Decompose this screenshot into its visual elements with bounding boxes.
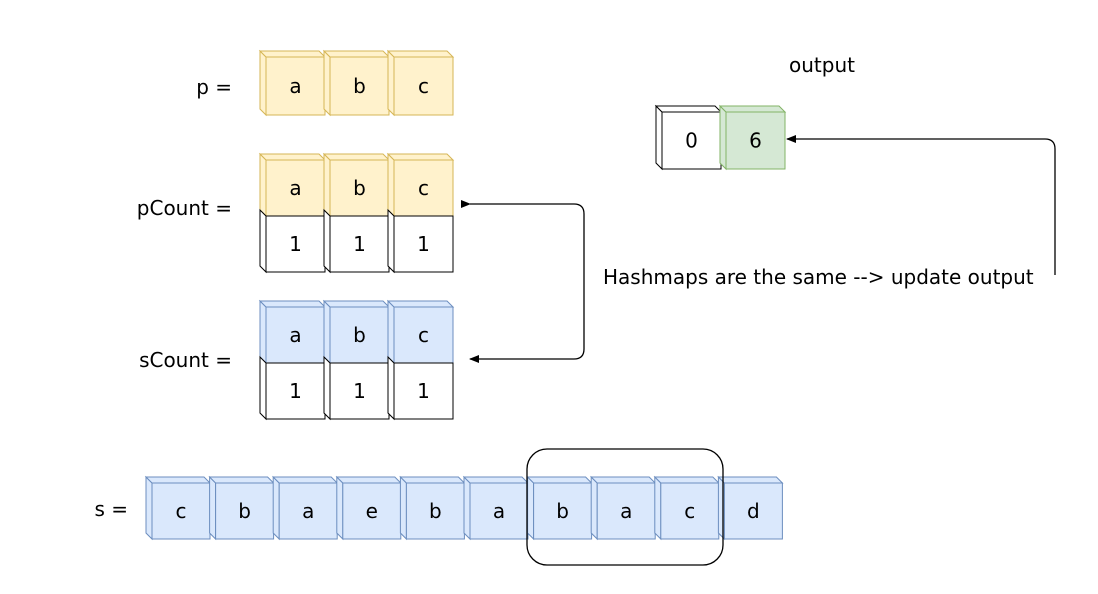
sliding-window-frame	[526, 448, 724, 566]
pcount-value-cell-text: 1	[289, 232, 302, 256]
scount-key-cell: b	[322, 299, 391, 365]
scount-key-cell-text: c	[418, 323, 429, 347]
pcount-key-cell: c	[386, 152, 455, 218]
string-cell-text: d	[747, 499, 760, 523]
hashmaps-same-note: Hashmaps are the same --> update output	[603, 265, 1034, 289]
scount-value-cell: 1	[323, 355, 390, 421]
p-cell-text: a	[289, 74, 301, 98]
output-cell-text: 6	[749, 129, 762, 153]
string-cell-text: c	[684, 499, 695, 523]
scount-key-cell: a	[258, 299, 327, 365]
string-cell: a	[589, 475, 657, 541]
string-cell: e	[335, 475, 403, 541]
string-cell: b	[526, 475, 593, 541]
pcount-hashmap: a b c 1 1 1	[258, 152, 455, 274]
scount-key-cell-text: b	[353, 323, 366, 347]
string-cell-text: b	[429, 499, 442, 523]
pcount-key-cell-text: b	[353, 176, 366, 200]
pcount-key-cell-text: c	[418, 176, 429, 200]
scount-label: sCount =	[139, 348, 232, 372]
output-cell: 6	[718, 104, 787, 171]
string-cell-text: a	[620, 499, 632, 523]
scount-value-cell-text: 1	[289, 379, 302, 403]
p-array: a b c	[258, 49, 455, 117]
pcount-value-cell: 1	[387, 208, 454, 274]
p-cell: a	[258, 49, 327, 117]
pcount-value-cell-text: 1	[417, 232, 430, 256]
pcount-key-cell-text: a	[289, 176, 301, 200]
scount-key-cell: c	[386, 299, 455, 365]
s-label: s =	[94, 497, 128, 521]
string-cell-text: c	[176, 499, 187, 523]
output-cell: 0	[654, 104, 723, 171]
string-cell: a	[462, 475, 530, 541]
string-cell: b	[208, 475, 275, 541]
scount-value-cell: 1	[259, 355, 326, 421]
string-cell-text: a	[493, 499, 505, 523]
string-cell: c	[144, 475, 212, 541]
compare-bracket-arrow	[461, 200, 585, 363]
p-cell-text: c	[418, 74, 429, 98]
string-cell-text: b	[238, 499, 251, 523]
scount-value-cell-text: 1	[353, 379, 366, 403]
string-cell: b	[399, 475, 466, 541]
p-label: p =	[196, 75, 232, 99]
string-cell-text: e	[366, 499, 378, 523]
scount-value-cell: 1	[387, 355, 454, 421]
scount-hashmap: a b c 1 1 1	[258, 299, 455, 421]
pcount-value-cell: 1	[259, 208, 326, 274]
pcount-key-cell: b	[322, 152, 391, 218]
scount-value-cell-text: 1	[417, 379, 430, 403]
pcount-value-cell: 1	[323, 208, 390, 274]
p-cell: b	[322, 49, 391, 117]
output-label: output	[789, 53, 855, 77]
p-cell: c	[386, 49, 455, 117]
scount-key-cell-text: a	[289, 323, 301, 347]
p-cell-text: b	[353, 74, 366, 98]
pcount-key-cell: a	[258, 152, 327, 218]
string-cell-text: a	[302, 499, 314, 523]
string-cell: d	[717, 475, 784, 541]
string-cell: a	[271, 475, 339, 541]
string-cell: c	[653, 475, 721, 541]
pcount-value-cell-text: 1	[353, 232, 366, 256]
output-cell-text: 0	[685, 129, 698, 153]
string-cell-text: b	[556, 499, 569, 523]
update-output-arrow	[786, 135, 1056, 275]
pcount-label: pCount =	[137, 196, 232, 220]
